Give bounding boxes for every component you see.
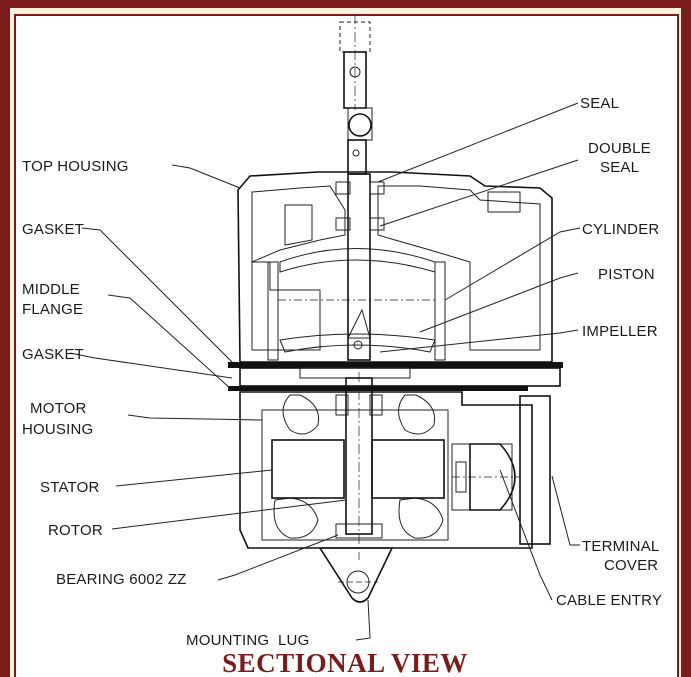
label-bearing: BEARING 6002 ZZ [56,571,187,588]
terminal-box [451,395,551,545]
label-double-seal-2: SEAL [600,159,639,176]
diagram-title: SECTIONAL VIEW [222,648,468,677]
label-top-housing: TOP HOUSING [22,158,129,175]
label-cylinder: CYLINDER [582,221,659,238]
label-motor-housing-2: HOUSING [22,421,93,438]
label-gasket-bottom: GASKET [22,346,84,363]
leader-lines [69,102,581,641]
label-middle-flange-2: FLANGE [22,301,83,318]
label-impeller: IMPELLER [582,323,658,340]
top-housing [237,171,553,363]
label-middle-flange-1: MIDDLE [22,281,80,298]
label-terminal-cover-2: COVER [604,557,658,574]
mounting-lug-shape [318,547,394,603]
motor-housing [239,372,533,560]
label-double-seal-1: DOUBLE [588,140,651,157]
cylinder-piston [267,173,446,361]
label-piston: PISTON [598,266,655,283]
label-rotor: ROTOR [48,522,103,539]
label-seal: SEAL [580,95,619,112]
label-terminal-cover-1: TERMINAL [582,538,659,555]
label-motor-housing-1: MOTOR [30,400,87,417]
label-cable-entry: CABLE ENTRY [556,592,662,609]
middle-flange [228,362,563,391]
shaft-extension [339,14,373,175]
label-gasket-top: GASKET [22,221,84,238]
label-stator: STATOR [40,479,100,496]
label-mounting-lug: MOUNTING LUG [186,632,309,649]
